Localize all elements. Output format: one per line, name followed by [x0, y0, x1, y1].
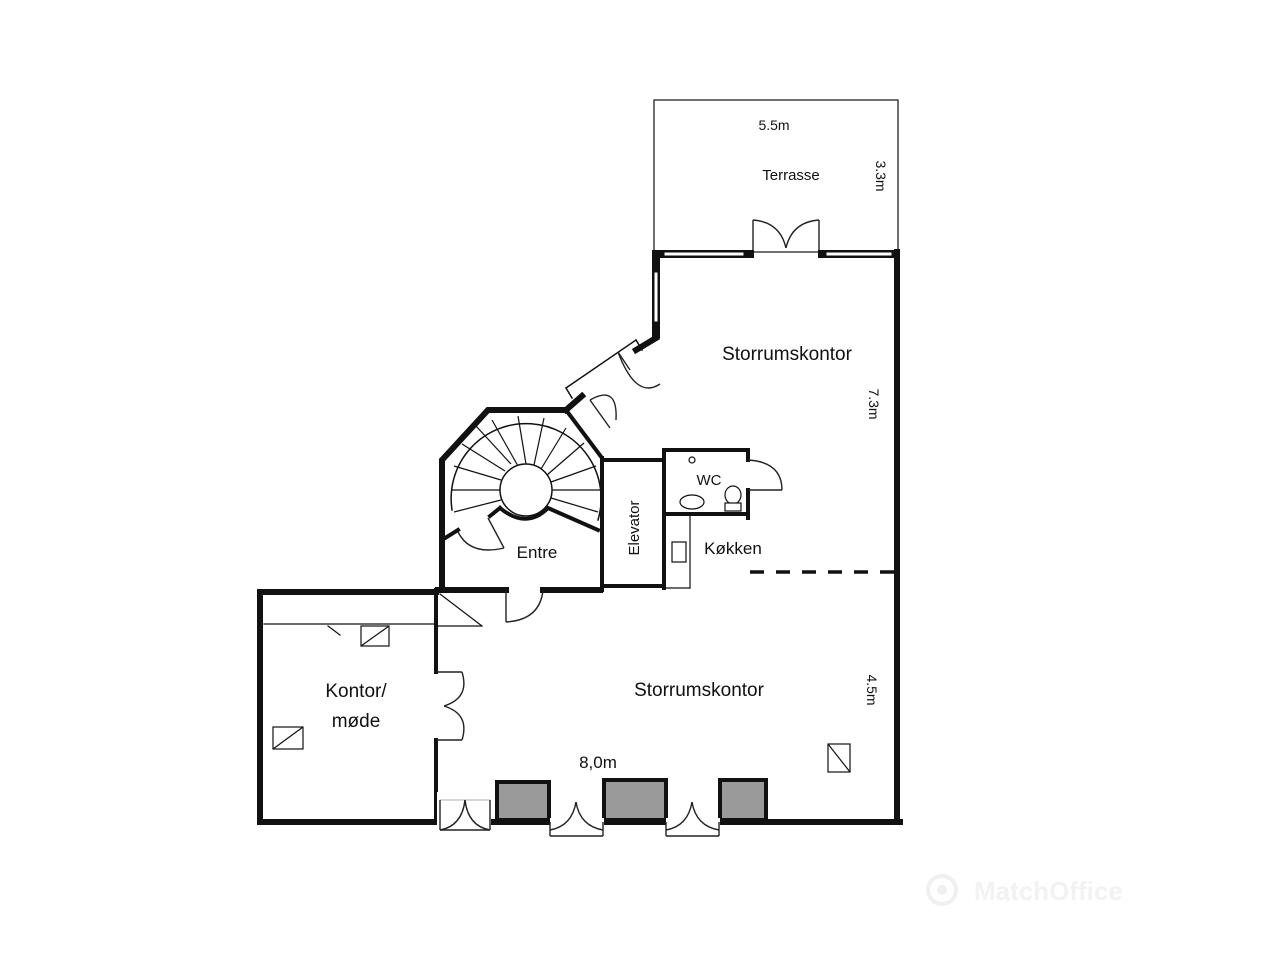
terrace [653, 99, 899, 253]
dimension-upper-office: 7.3m [866, 388, 882, 419]
stair-door[interactable] [439, 517, 505, 551]
room-label-office-meeting-1: Kontor/ [325, 681, 387, 702]
entrance-door[interactable] [505, 589, 544, 623]
wc-door[interactable] [747, 459, 783, 491]
room-label-kitchen: Køkken [704, 539, 762, 558]
upper-office-walls [631, 249, 900, 825]
facade-door-2[interactable] [549, 801, 604, 838]
diagonal-door[interactable] [561, 338, 661, 429]
skylight-icon [360, 625, 390, 647]
room-label-entrance: Entre [517, 543, 558, 562]
room-label-office-meeting-2: møde [332, 711, 381, 732]
kitchen-counter [663, 513, 691, 589]
terrace-double-door[interactable] [752, 219, 820, 252]
watermark-brand: MatchOffice [974, 876, 1123, 906]
facade-windows [495, 778, 768, 822]
skylight-icon [827, 743, 851, 773]
room-label-terrace: Terrasse [762, 167, 820, 184]
room-label-open-office-upper: Storrumskontor [722, 344, 853, 365]
dimension-lower-office-width: 8,0m [579, 753, 617, 772]
room-label-elevator: Elevator [626, 500, 643, 555]
room-label-wc: WC [697, 472, 722, 489]
room-label-open-office-lower: Storrumskontor [634, 680, 765, 701]
facade-door-3[interactable] [665, 801, 720, 838]
toilet-icon [724, 485, 742, 512]
entrance-walls [435, 587, 603, 623]
lower-office-walls [257, 588, 903, 825]
skylight-icon [272, 726, 304, 750]
dimension-terrace-width: 5.5m [758, 117, 789, 133]
kontor-double-door[interactable] [436, 671, 465, 741]
dimension-terrace-depth: 3.3m [873, 160, 889, 191]
dimension-lower-office: 4.5m [864, 674, 880, 705]
wc-room [662, 448, 783, 520]
facade-door-1[interactable] [437, 792, 491, 832]
watermark: MatchOffice [926, 874, 1123, 906]
spiral-staircase [439, 407, 605, 593]
location-pin-icon [926, 874, 958, 906]
sink-icon [679, 494, 705, 510]
